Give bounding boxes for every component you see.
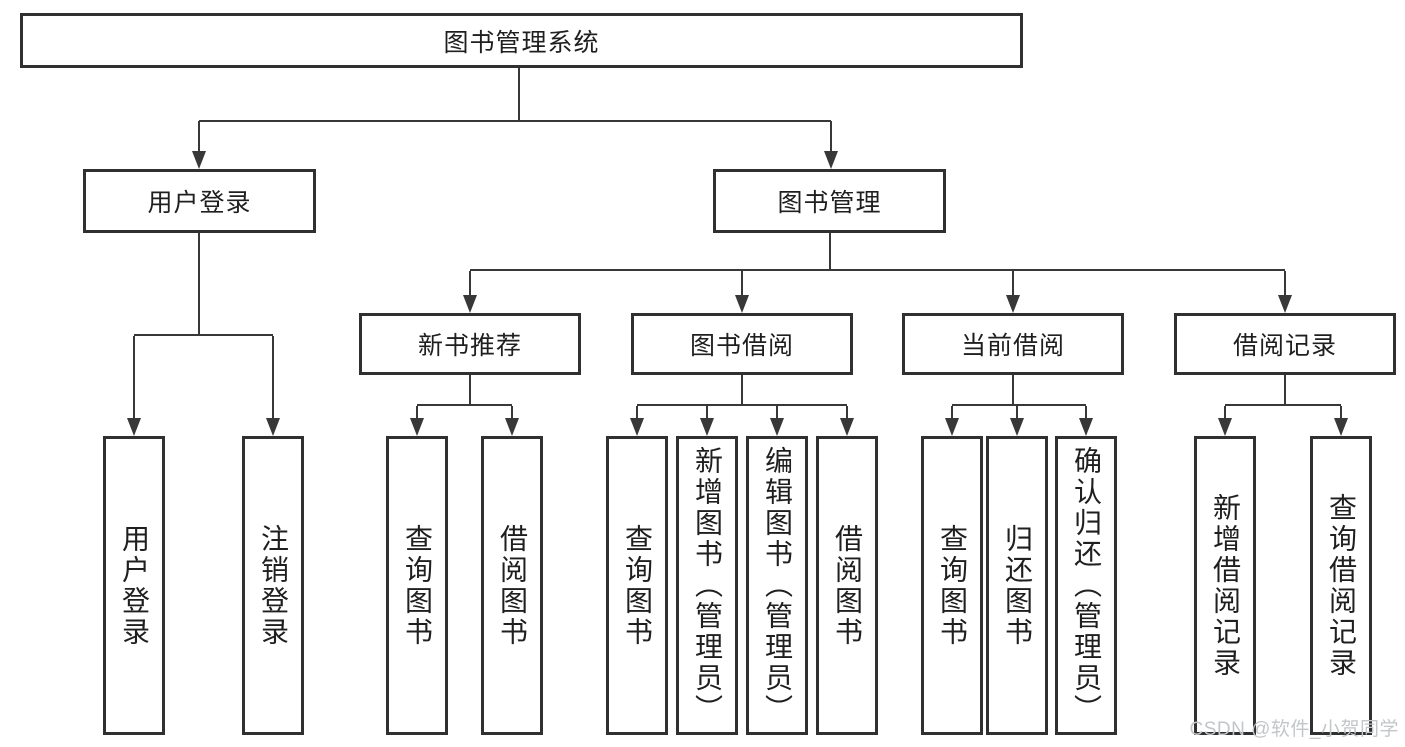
leaf-borrowing-edit-books-admin: 编辑图书（管理员）	[746, 436, 808, 735]
leaf-borrowing-query-books: 查询图书	[606, 436, 668, 735]
node-library-management-system: 图书管理系统	[20, 13, 1023, 68]
leaf-current-query-books: 查询图书	[921, 436, 983, 735]
leaf-current-return-books: 归还图书	[986, 436, 1048, 735]
node-book-management: 图书管理	[713, 169, 946, 233]
node-book-borrowing: 图书借阅	[631, 313, 853, 375]
leaf-user-login: 用户登录	[103, 436, 165, 735]
node-current-borrowing: 当前借阅	[902, 313, 1124, 375]
leaf-records-query-borrow-record: 查询借阅记录	[1310, 436, 1372, 735]
node-user-login: 用户登录	[83, 169, 316, 233]
watermark-csdn: CSDN @软件_小贺同学	[1189, 719, 1399, 740]
leaf-newbook-query-books: 查询图书	[386, 436, 448, 735]
leaf-records-add-borrow-record: 新增借阅记录	[1194, 436, 1256, 735]
node-borrowing-records: 借阅记录	[1174, 313, 1396, 375]
node-new-book-recommendation: 新书推荐	[359, 313, 581, 375]
leaf-logout-login: 注销登录	[242, 436, 304, 735]
connector-lines	[133, 68, 1342, 433]
leaf-current-confirm-return-admin: 确认归还（管理员）	[1055, 436, 1117, 735]
leaf-borrowing-borrow-books: 借阅图书	[816, 436, 878, 735]
leaf-borrowing-add-books-admin: 新增图书（管理员）	[676, 436, 738, 735]
leaf-newbook-borrow-books: 借阅图书	[481, 436, 543, 735]
